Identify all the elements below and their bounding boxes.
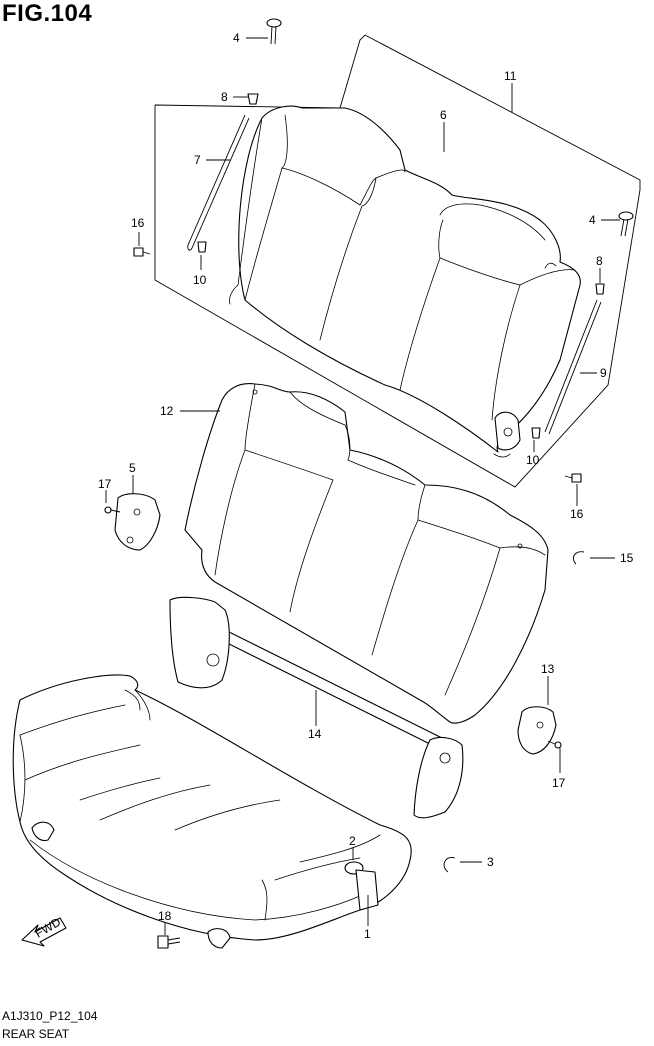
- backrest-rod-right: [544, 299, 602, 435]
- callout-8: 8: [596, 254, 603, 268]
- clip-8-left: [247, 93, 259, 105]
- seat-frame-back: [184, 383, 549, 724]
- callout-16: 16: [570, 507, 584, 521]
- screw-16-left: [133, 247, 151, 257]
- callout-9: 9: [600, 366, 607, 380]
- callout-8: 8: [221, 90, 228, 104]
- callout-6: 6: [440, 108, 447, 122]
- callout-labels: 4 8 7 16 10 6 11 4 8 9 10 16 12 5 17 15 …: [98, 31, 634, 941]
- screw-16-right: [564, 473, 582, 483]
- callout-1: 1: [364, 927, 371, 941]
- callout-3: 3: [487, 855, 494, 869]
- callout-17: 17: [98, 477, 112, 491]
- bolt-4-right: [618, 211, 634, 237]
- callout-15: 15: [620, 551, 634, 565]
- clip-10-left: [197, 241, 207, 253]
- screw-17-left: [104, 506, 121, 514]
- callout-12: 12: [160, 404, 174, 418]
- figure-code: A1J310_P12_104: [2, 1009, 98, 1023]
- backrest-assembly-frame: [154, 34, 641, 488]
- seat-frame-tube: [169, 596, 464, 819]
- callout-11: 11: [504, 69, 517, 83]
- callout-10: 10: [526, 453, 540, 467]
- callout-5: 5: [129, 461, 136, 475]
- callout-16: 16: [131, 216, 145, 230]
- bolt-18: [157, 935, 181, 949]
- hinge-cover-right: [517, 706, 557, 755]
- callout-10: 10: [193, 273, 207, 287]
- callout-7: 7: [194, 153, 201, 167]
- backrest-rod-left: [187, 114, 250, 251]
- screw-17-right: [547, 740, 562, 749]
- callout-18: 18: [158, 909, 172, 923]
- callout-17: 17: [552, 776, 566, 790]
- figure-title: FIG.104: [2, 0, 93, 27]
- seat-strap: [344, 861, 379, 911]
- hinge-cover-left: [114, 493, 161, 551]
- callout-13: 13: [541, 662, 555, 676]
- clip-10-right: [531, 427, 541, 439]
- fwd-arrow: FWD: [21, 915, 67, 947]
- clip-3: [443, 857, 456, 873]
- figure-name: REAR SEAT: [2, 1027, 70, 1041]
- clip-8-right: [595, 283, 605, 295]
- seat-back-cushion: [229, 105, 581, 458]
- callout-4: 4: [233, 31, 240, 45]
- clip-15: [573, 551, 585, 565]
- leader-lines: [105, 37, 620, 935]
- callout-14: 14: [308, 727, 322, 741]
- callout-4: 4: [589, 213, 596, 227]
- seat-cushion: [12, 674, 412, 949]
- callout-2: 2: [349, 834, 356, 848]
- bolt-4-top: [266, 18, 282, 45]
